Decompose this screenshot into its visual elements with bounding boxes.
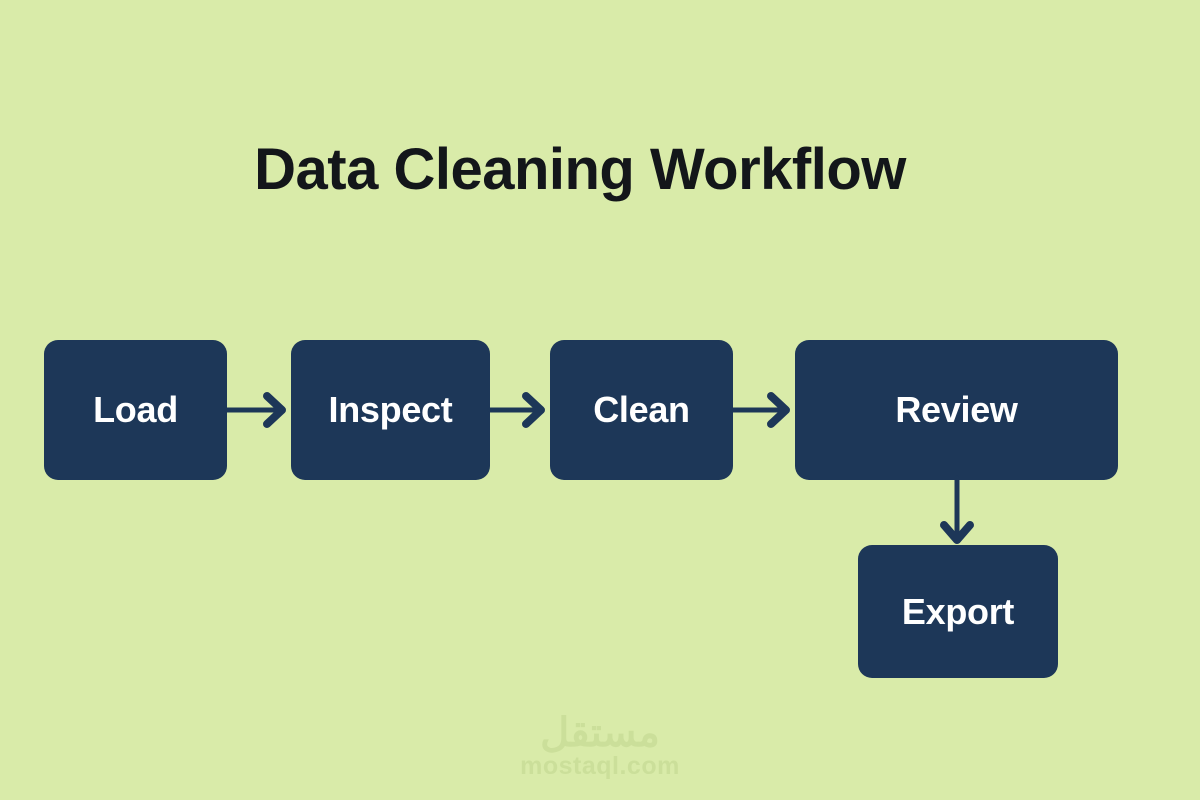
flow-node-label: Export: [901, 590, 1015, 632]
watermark-domain-text: mostaql.com: [520, 752, 680, 781]
flow-node-load[interactable]: Load: [44, 340, 227, 480]
arrow-right-icon-inspect-clean: [487, 386, 550, 434]
flow-node-clean[interactable]: Clean: [550, 340, 733, 480]
page-title: Data Cleaning Workflow: [254, 137, 906, 202]
flow-node-inspect[interactable]: Inspect: [291, 340, 490, 480]
watermark: مستقل mostaql.com: [0, 711, 1200, 781]
flow-node-label: Clean: [593, 389, 690, 430]
flow-node-label: Inspect: [328, 389, 453, 430]
watermark-arabic-text: مستقل: [540, 711, 660, 755]
flow-node-export[interactable]: Export: [858, 545, 1058, 678]
arrow-down-icon-review-export: [933, 475, 981, 548]
flow-node-label: Review: [895, 389, 1018, 430]
arrow-right-icon-load-inspect: [224, 386, 291, 434]
arrow-right-icon-clean-review: [730, 386, 795, 434]
flow-node-review[interactable]: Review: [795, 340, 1118, 480]
flow-node-label: Load: [93, 389, 178, 430]
